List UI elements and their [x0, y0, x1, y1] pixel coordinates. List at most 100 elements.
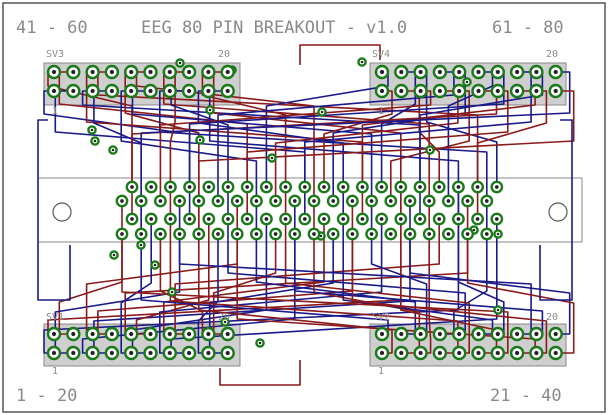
pad-sv4-13 [490, 83, 505, 99]
pad-sv1-4 [85, 326, 100, 342]
trace-sv3-10 [135, 71, 315, 201]
pad-sv3-0 [46, 64, 62, 80]
label-top-left: 41 - 60 [16, 18, 88, 38]
pad-connector-67 [249, 227, 263, 241]
pad-sv1-17 [201, 345, 216, 361]
pad-connector-9 [298, 180, 312, 194]
pad-sv2-13 [490, 345, 505, 361]
pad-connector-46 [240, 212, 254, 226]
pad-sv1-11 [143, 345, 158, 361]
trace-sv4-11 [131, 90, 498, 219]
trace-sv2-14 [178, 234, 532, 335]
pad-connector-64 [192, 227, 206, 241]
pad-connector-45 [221, 212, 235, 226]
trace-sv2-2 [255, 201, 417, 335]
pad-connector-69 [288, 227, 302, 241]
header-sv1-pin-end: 20 [218, 312, 230, 323]
pad-connector-15 [413, 180, 427, 194]
trace-sv4-7 [274, 90, 459, 201]
pad-sv2-0 [374, 326, 390, 342]
trace-sv4-19 [198, 90, 575, 234]
pad-connector-75 [403, 227, 417, 241]
pad-connector-51 [336, 212, 350, 226]
pad-connector-76 [422, 227, 436, 241]
pad-sv2-9 [452, 345, 467, 361]
pad-connector-77 [441, 227, 455, 241]
pad-connector-55 [413, 212, 427, 226]
pad-sv4-1 [374, 83, 390, 99]
pad-sv1-15 [181, 345, 197, 361]
pad-sv1-18 [220, 326, 235, 342]
pad-connector-39 [480, 194, 494, 208]
board-title: EEG 80 PIN BREAKOUT - v1.0 [141, 18, 407, 38]
pad-connector-79 [480, 227, 494, 241]
pad-sv1-13 [162, 345, 178, 361]
pad-sv2-4 [413, 326, 428, 342]
pad-connector-8 [279, 180, 292, 194]
pad-sv1-10 [143, 326, 158, 342]
trace-sv3-15 [170, 90, 229, 219]
pad-sv2-11 [471, 345, 486, 361]
pad-sv3-4 [85, 64, 100, 80]
header-sv3-pin-end: 20 [218, 49, 230, 60]
pad-connector-68 [269, 227, 282, 241]
pad-sv4-12 [490, 64, 505, 80]
pad-connector-49 [298, 212, 312, 226]
pad-sv4-3 [394, 83, 409, 99]
pad-sv1-6 [104, 326, 120, 342]
trace-sv1-14 [174, 219, 441, 335]
pad-connector-12 [355, 180, 369, 194]
pad-connector-4 [202, 180, 216, 194]
pad-connector-60 [115, 227, 129, 241]
trace-sv4-14 [303, 71, 532, 219]
pad-sv1-8 [123, 326, 139, 342]
pad-sv4-9 [452, 83, 467, 99]
pad-sv1-9 [123, 345, 139, 361]
pad-connector-74 [384, 227, 398, 241]
pad-connector-43 [183, 212, 197, 226]
pad-sv2-8 [452, 326, 467, 342]
pad-connector-41 [144, 212, 158, 226]
pad-connector-50 [317, 212, 331, 226]
pad-sv1-3 [66, 345, 81, 361]
trace-sv2-7 [169, 219, 459, 354]
pad-sv3-3 [66, 83, 81, 99]
mount-hole-left [52, 202, 72, 222]
pad-connector-47 [259, 212, 273, 226]
pad-sv2-14 [509, 326, 525, 342]
via-14 [136, 240, 146, 250]
trace-sv1-10 [135, 219, 210, 335]
pad-connector-59 [490, 212, 504, 226]
pad-sv2-16 [529, 326, 544, 342]
pad-sv3-19 [220, 83, 235, 99]
pad-sv1-12 [162, 326, 178, 342]
pad-sv4-10 [471, 64, 486, 80]
pad-sv2-19 [548, 345, 563, 361]
pad-sv1-5 [85, 345, 100, 361]
pad-sv2-2 [394, 326, 409, 342]
pad-sv3-16 [201, 64, 216, 80]
pad-connector-72 [345, 227, 359, 241]
header-sv4-name: SV4 [372, 49, 390, 60]
pad-sv3-2 [66, 64, 81, 80]
via-1 [90, 136, 100, 146]
pad-connector-14 [394, 180, 408, 194]
via-0 [87, 125, 97, 135]
pad-connector-6 [240, 180, 254, 194]
trace-top-bridge [299, 44, 381, 65]
via-3 [195, 135, 205, 145]
trace-perimeter-right [539, 119, 573, 301]
pad-connector-70 [307, 227, 321, 241]
pad-connector-54 [394, 212, 408, 226]
pad-connector-73 [365, 227, 378, 241]
pad-connector-20 [115, 194, 129, 208]
pad-sv2-6 [432, 326, 448, 342]
pad-connector-42 [163, 212, 177, 226]
mount-hole-right [548, 202, 568, 222]
trace-sv4-15 [361, 90, 536, 219]
pad-connector-62 [153, 227, 167, 241]
pad-connector-66 [230, 227, 244, 241]
pad-connector-58 [471, 212, 484, 226]
pad-sv4-16 [529, 64, 544, 80]
